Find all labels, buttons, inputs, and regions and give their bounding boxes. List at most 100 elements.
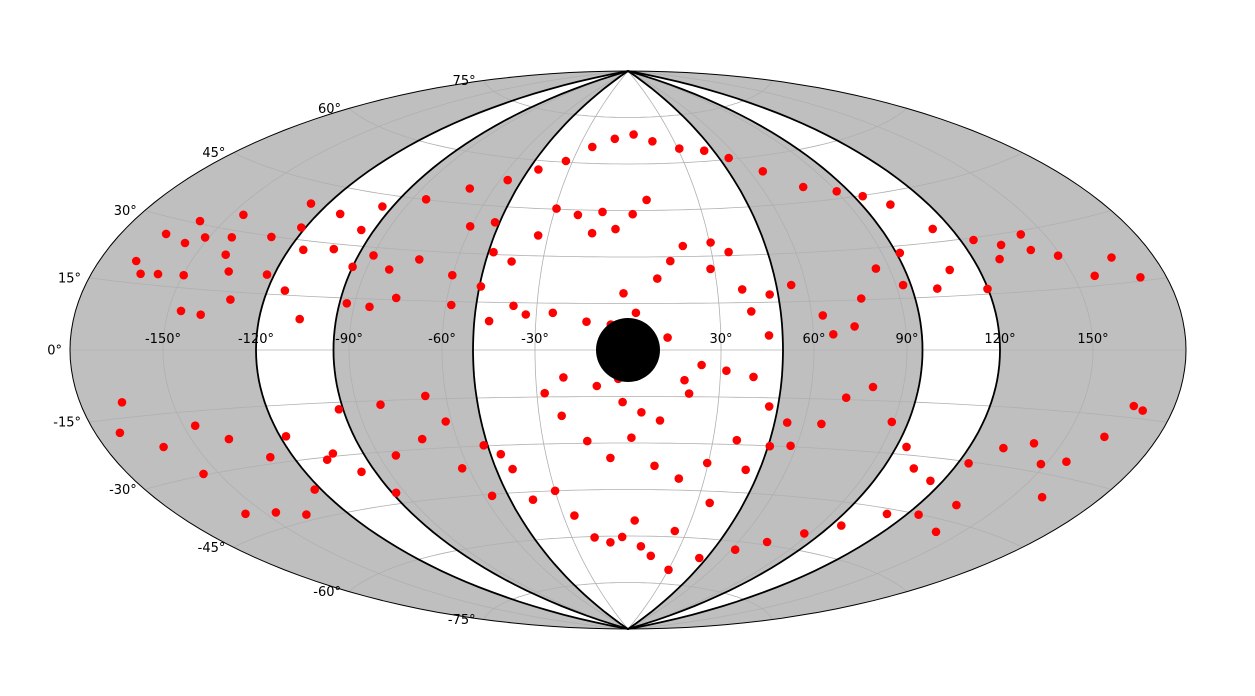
y-tick-label: -30° [109, 483, 137, 498]
data-point [680, 375, 689, 385]
data-points-layer [115, 130, 1147, 575]
data-point [969, 235, 978, 245]
x-tick-label: -150° [145, 332, 181, 347]
y-tick-label: -45° [198, 541, 226, 556]
x-tick-label: 30° [709, 332, 732, 347]
data-point [882, 509, 892, 519]
data-point [724, 247, 733, 257]
data-point [507, 257, 516, 266]
data-point [868, 382, 878, 392]
data-point [706, 264, 715, 274]
data-point [322, 455, 332, 465]
data-point [786, 441, 795, 451]
data-point [415, 255, 424, 264]
data-point [508, 464, 517, 474]
data-point [534, 165, 543, 174]
data-point [636, 542, 646, 551]
data-point [798, 182, 808, 192]
data-point [858, 191, 867, 201]
data-point [832, 187, 841, 196]
center-marker-layer [596, 318, 660, 382]
data-point [295, 314, 305, 324]
data-point [952, 500, 961, 510]
data-point [357, 467, 366, 477]
data-point [695, 553, 704, 563]
data-point [856, 294, 866, 303]
data-point [765, 441, 775, 451]
data-point [598, 207, 607, 217]
data-point [648, 137, 657, 146]
data-point [702, 458, 712, 468]
data-point [630, 516, 639, 525]
data-point [964, 459, 973, 468]
data-point [722, 366, 731, 376]
y-tick-label: 0° [47, 344, 62, 359]
y-tick-label: 45° [202, 146, 225, 161]
data-point [306, 199, 316, 208]
data-point [328, 449, 338, 458]
data-point [369, 251, 378, 260]
data-point [348, 262, 357, 272]
data-point [503, 175, 512, 185]
data-point [678, 241, 688, 251]
data-point [629, 130, 638, 139]
data-point [441, 417, 451, 426]
data-point [887, 417, 897, 427]
data-point [226, 295, 235, 304]
data-point [841, 393, 851, 403]
data-point [1129, 401, 1139, 411]
data-point [221, 250, 230, 259]
data-point [631, 308, 641, 318]
data-point [617, 532, 627, 542]
data-point [457, 464, 467, 473]
data-point [570, 511, 579, 520]
data-point [829, 330, 838, 339]
data-point [302, 510, 311, 519]
data-point [391, 293, 401, 303]
y-tick-label: 75° [453, 74, 476, 89]
map-outline-layer [69, 70, 1187, 630]
data-point [933, 284, 942, 293]
data-point [732, 435, 742, 445]
data-point [465, 222, 475, 231]
data-point [914, 510, 923, 519]
data-point [1026, 245, 1036, 255]
data-point [926, 476, 935, 486]
data-point [758, 167, 768, 176]
x-tick-label: -60° [428, 332, 456, 347]
data-point [1107, 253, 1116, 262]
data-point [1138, 406, 1147, 415]
data-point [266, 452, 275, 462]
data-point [557, 411, 566, 421]
data-point [195, 216, 205, 226]
data-point [782, 418, 792, 427]
data-point [224, 267, 233, 276]
data-point [1053, 251, 1063, 260]
data-point [1029, 439, 1039, 448]
data-point [945, 265, 954, 275]
data-point [1062, 457, 1071, 467]
data-point [642, 195, 651, 205]
data-point [995, 254, 1004, 264]
data-point [1090, 271, 1099, 281]
data-point [619, 289, 628, 298]
data-point [675, 144, 684, 153]
data-point [342, 299, 352, 308]
data-point [365, 302, 374, 312]
data-point [159, 442, 168, 452]
data-point [895, 248, 905, 258]
data-point [898, 280, 908, 290]
data-point [1136, 273, 1145, 282]
data-point [837, 521, 846, 530]
data-point [606, 453, 615, 463]
data-point [335, 209, 345, 219]
data-point [684, 389, 694, 398]
data-point [850, 322, 859, 331]
data-point [310, 485, 320, 494]
y-tick-label: 60° [318, 102, 341, 117]
data-point [376, 400, 385, 410]
data-point [587, 228, 597, 238]
data-point [583, 436, 592, 446]
data-point [1037, 492, 1047, 502]
x-tick-label: -90° [335, 332, 363, 347]
